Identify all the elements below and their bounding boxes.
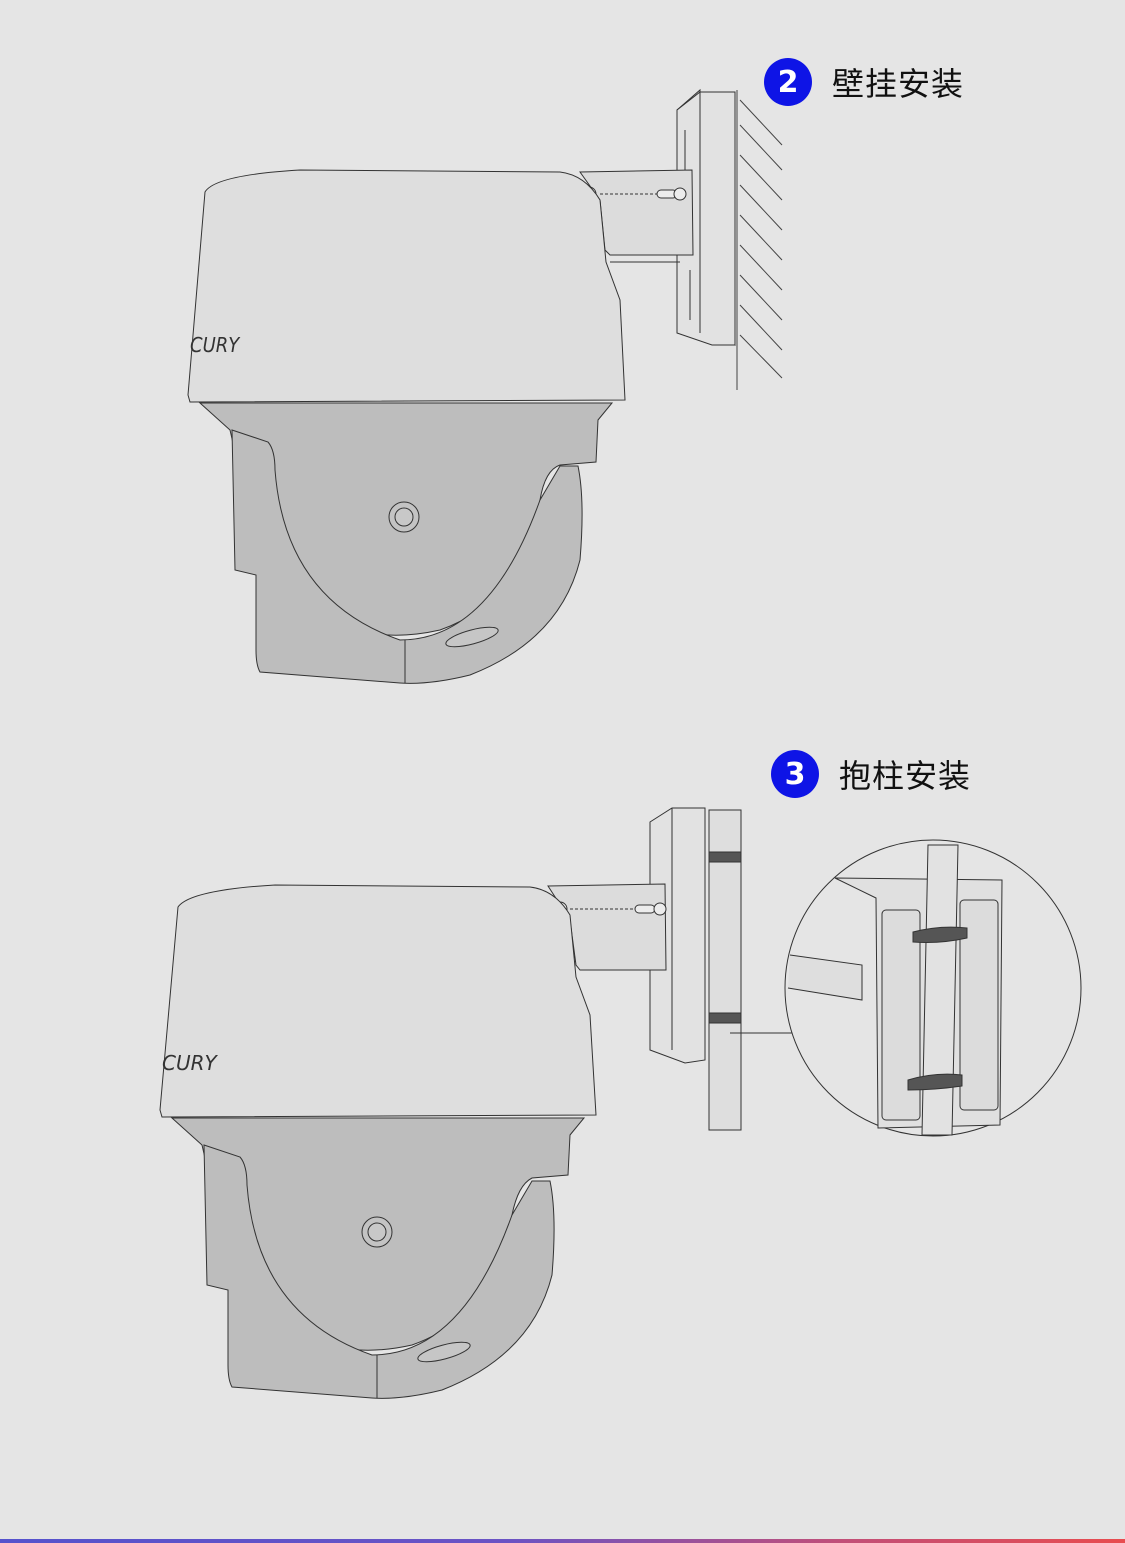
brand-text-3: CURY [162, 1051, 219, 1075]
pole-mount-illustration: CURY [159, 807, 1082, 1399]
camera-housing-bottom [198, 402, 614, 684]
brand-text: CURY [190, 333, 241, 357]
camera-housing-top-3 [159, 884, 597, 1118]
step-3-label: 3 抱柱安装 [771, 750, 971, 798]
wall-bracket [676, 88, 736, 346]
step-3-badge: 3 [771, 750, 819, 798]
pole [708, 809, 875, 1131]
camera-housing-top [187, 169, 626, 403]
pole-bracket [649, 807, 706, 1064]
step-3-title: 抱柱安装 [839, 757, 972, 795]
zoom-detail-circle [784, 839, 1082, 1137]
step-2-label: 2 壁挂安装 [764, 58, 964, 106]
camera-housing-bottom-3 [170, 1117, 586, 1399]
step-2-badge: 2 [764, 58, 812, 106]
bottom-gradient-bar [0, 1539, 1125, 1543]
step-2-title: 壁挂安装 [832, 65, 965, 103]
wall-mount-illustration: CURY [187, 88, 783, 684]
wall-hatching [736, 90, 783, 390]
